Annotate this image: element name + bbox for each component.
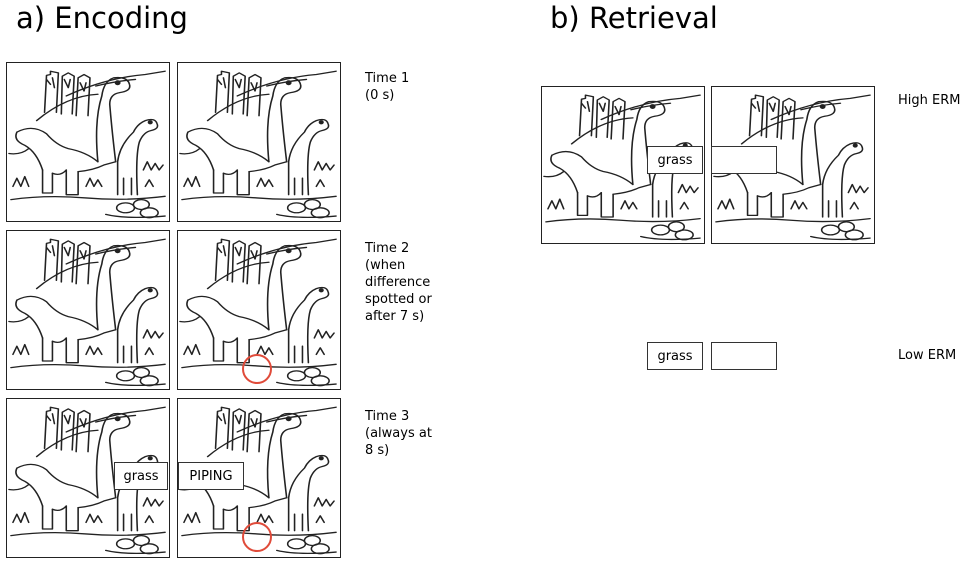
encoding-time1-caption: Time 1 (0 s): [365, 71, 410, 103]
retrieval-low-answer-box[interactable]: [711, 342, 777, 370]
retrieval-heading: b) Retrieval: [550, 1, 718, 35]
difference-circle-marker: [242, 522, 272, 552]
encoding-time1-original-picture: [6, 62, 170, 222]
retrieval-low-cue-word-box: grass: [647, 342, 703, 370]
difference-circle-marker: [242, 354, 272, 384]
retrieval-high-answer-box[interactable]: [711, 146, 777, 174]
high-erm-label: High ERM: [898, 93, 961, 108]
encoding-heading: a) Encoding: [16, 1, 188, 35]
low-erm-label: Low ERM: [898, 348, 957, 363]
encoding-time3-caption: Time 3 (always at 8 s): [365, 409, 432, 458]
encoding-time2-original-picture: [6, 230, 170, 390]
encoding-time2-caption: Time 2 (when difference spotted or after…: [365, 241, 432, 324]
encoding-time1-altered-picture: [177, 62, 341, 222]
encoding-cue-word-box: grass: [114, 462, 168, 490]
encoding-target-word-box: PIPING: [178, 462, 244, 490]
retrieval-high-cue-word-box: grass: [647, 146, 703, 174]
